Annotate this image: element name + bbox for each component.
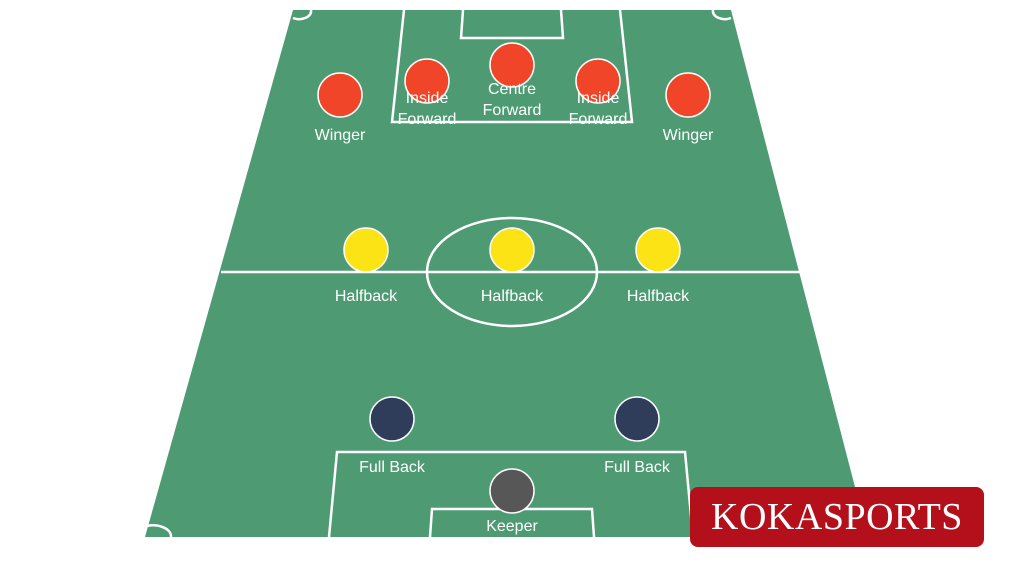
top-penalty-area [390, 9, 634, 124]
player-label-line: Winger [315, 127, 366, 144]
player-label-line: Halfback [335, 288, 398, 305]
player-label-line: Inside [406, 90, 449, 107]
halfback-player-marker [635, 227, 681, 273]
back-player-marker [614, 396, 660, 442]
player-label: Keeper [486, 518, 538, 535]
kokasports-logo: KOKASPORTS [690, 487, 984, 547]
halfback-player-marker [343, 227, 389, 273]
player-label: Full Back [359, 459, 426, 476]
player-label-line: Forward [398, 111, 457, 128]
forward-player-marker [489, 42, 535, 88]
forward-player-marker [575, 58, 621, 104]
player-label-line: Full Back [359, 459, 426, 476]
player-label-line: Halfback [627, 288, 690, 305]
corner-arc-bottom-left [146, 524, 173, 538]
halfback-player-marker [489, 227, 535, 273]
bottom-penalty-area [327, 450, 695, 538]
player-label-line: Keeper [486, 518, 538, 535]
player-label-line: Winger [663, 127, 714, 144]
player-label: Winger [315, 127, 366, 144]
back-player-marker [369, 396, 415, 442]
corner-arc-top-right [711, 9, 732, 21]
pitch-surface [145, 10, 868, 537]
player-label-line: Forward [483, 102, 542, 119]
player-label-line: Centre [488, 81, 536, 98]
player-label-line: Full Back [604, 459, 671, 476]
centre-circle [425, 216, 599, 328]
player-label: Halfback [481, 288, 544, 305]
player-label: Halfback [627, 288, 690, 305]
player-label: Full Back [604, 459, 671, 476]
player-label: Winger [663, 127, 714, 144]
player-label-line: Inside [577, 90, 620, 107]
player-label-line: Halfback [481, 288, 544, 305]
keeper-player-marker [489, 468, 535, 514]
forward-player-marker [665, 72, 711, 118]
forward-player-marker [317, 72, 363, 118]
forward-player-marker [404, 58, 450, 104]
corner-arc-top-left [292, 9, 313, 21]
player-label: Halfback [335, 288, 398, 305]
top-goal-area [459, 9, 565, 40]
logo-text: KOKASPORTS [711, 496, 963, 538]
player-label-line: Forward [569, 111, 628, 128]
